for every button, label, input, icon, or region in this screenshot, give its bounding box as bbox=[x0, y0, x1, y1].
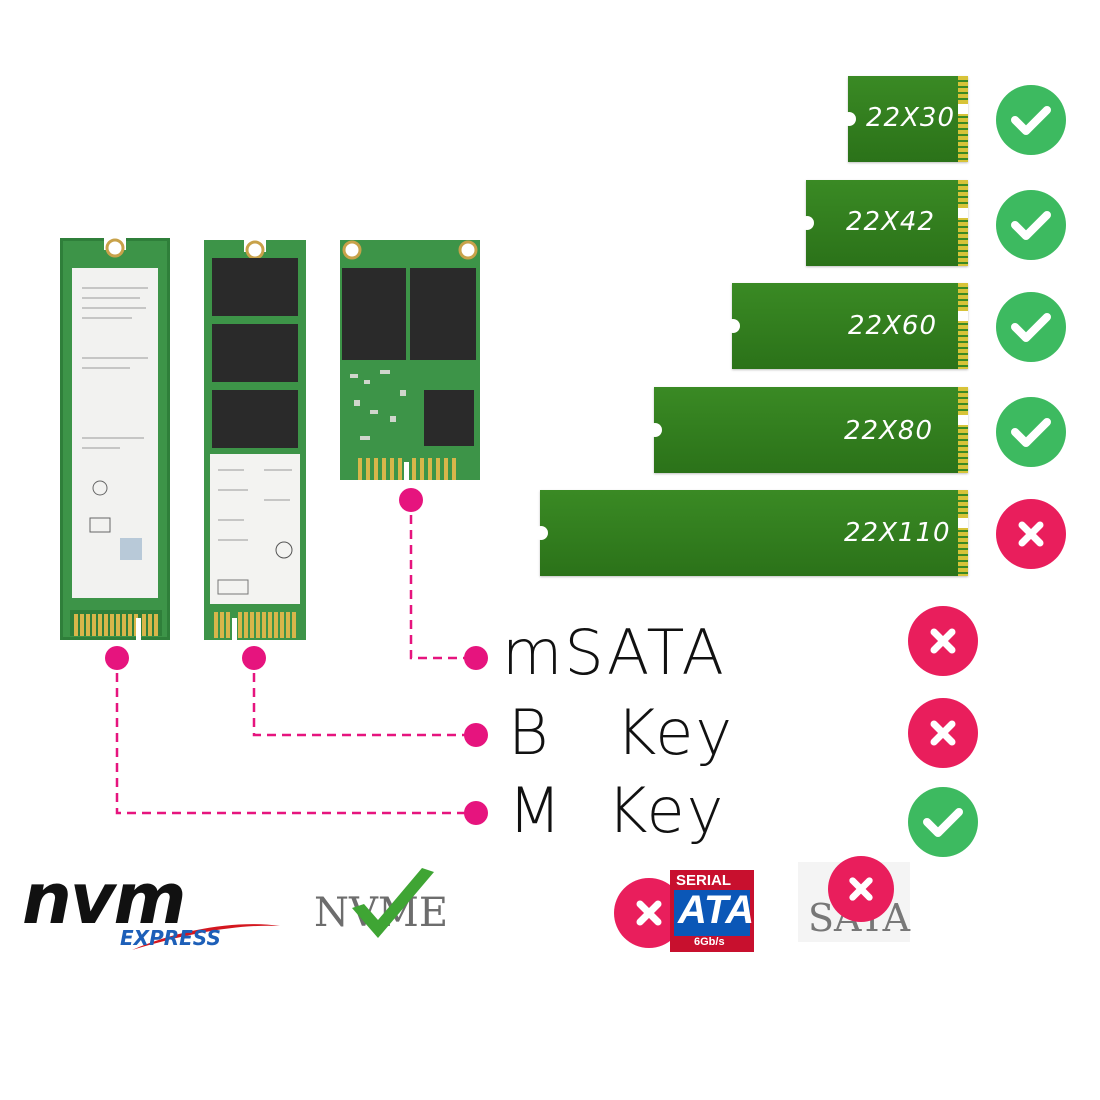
size-label: 22X80 bbox=[844, 416, 933, 446]
size-22x110-cross-icon bbox=[996, 499, 1066, 569]
m-key-ssd-image bbox=[60, 238, 170, 640]
size-22x60-check-icon bbox=[996, 292, 1066, 362]
nvm-logo-text: nvm bbox=[22, 858, 186, 940]
size-bar-22x42: 22X42 bbox=[800, 180, 968, 266]
msata-connector-dot bbox=[399, 488, 423, 512]
size-bar-22x110: 22X110 bbox=[534, 490, 968, 576]
msata-label: mSATA bbox=[502, 616, 726, 689]
size-label: 22X60 bbox=[848, 311, 937, 341]
size-label: 22X110 bbox=[844, 518, 951, 548]
serial-ata-logo: SERIAL ATA 6Gb/s bbox=[670, 870, 754, 952]
size-bar-22x30: 22X30 bbox=[842, 76, 968, 162]
nvm-express-logo: nvm EXPRESS bbox=[22, 858, 280, 958]
m-key-label: M Key bbox=[508, 774, 726, 847]
ata-logo-text: ATA bbox=[678, 888, 755, 932]
msata-label-dot bbox=[464, 646, 488, 670]
m-key-label-dot bbox=[464, 801, 488, 825]
size-22x80-check-icon bbox=[996, 397, 1066, 467]
m-key-check-icon bbox=[908, 787, 978, 857]
size-bar-22x80: 22X80 bbox=[648, 387, 968, 473]
serial-logo-text: SERIAL bbox=[676, 872, 732, 889]
msata-ssd-image bbox=[340, 240, 480, 480]
size-label: 22X30 bbox=[866, 103, 955, 133]
b-key-ssd-image bbox=[204, 240, 306, 640]
nvme-check-icon bbox=[352, 868, 434, 938]
nvme-logo: NVME bbox=[312, 868, 452, 948]
b-key-cross-icon bbox=[908, 698, 978, 768]
b-key-label-dot bbox=[464, 723, 488, 747]
express-logo-text: EXPRESS bbox=[120, 926, 221, 950]
size-bar-22x60: 22X60 bbox=[726, 283, 968, 369]
size-22x42-check-icon bbox=[996, 190, 1066, 260]
msata-cross-icon bbox=[908, 606, 978, 676]
size-label: 22X42 bbox=[846, 207, 935, 237]
b-key-label: B Key bbox=[508, 696, 735, 769]
size-22x30-check-icon bbox=[996, 85, 1066, 155]
b-key-connector-dot bbox=[242, 646, 266, 670]
6gbs-logo-text: 6Gb/s bbox=[694, 936, 725, 948]
sata-cross-icon bbox=[828, 856, 894, 922]
m-key-connector-dot bbox=[105, 646, 129, 670]
